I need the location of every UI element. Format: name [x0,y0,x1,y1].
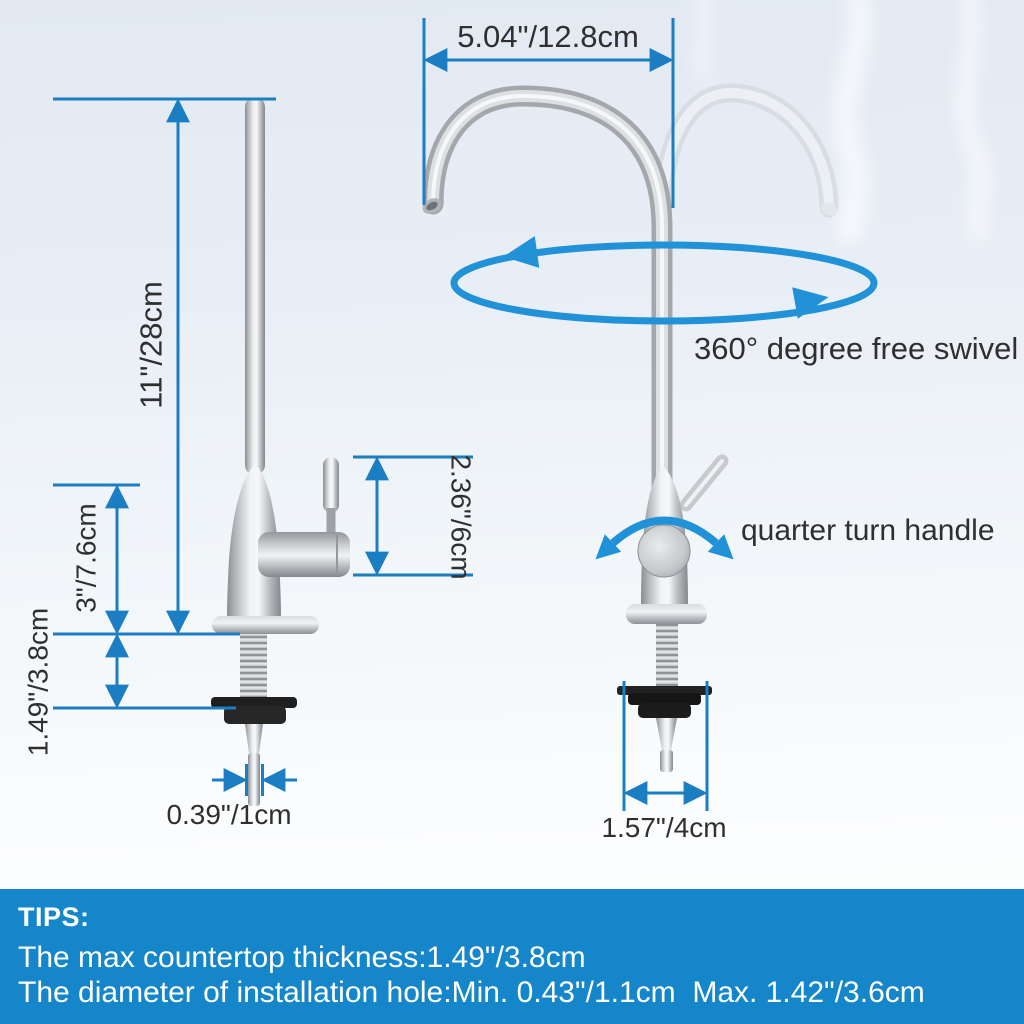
dim-spout-reach-label: 5.04"/12.8cm [457,19,639,54]
faucet-threaded-shank [240,634,267,698]
dim-base-label: 1.57"/4cm [601,812,726,843]
front-inlet-tube [660,750,673,772]
faucet-handle-stem [326,508,336,535]
front-mounting-nut [638,703,691,718]
smoke-decoration [694,0,991,245]
faucet-mounting-nut [224,706,286,724]
front-washer-stack [628,693,701,705]
faucet-spout-tube [245,97,265,475]
front-rubber-washer [617,686,712,695]
faucet-handle-housing [258,532,350,577]
faucet-ghost-arch [652,83,839,225]
faucet-inlet-tube [248,753,260,806]
front-inlet-taper [656,718,677,750]
front-base-plate [626,604,707,624]
swivel-annotation-label: 360° degree free swivel [694,331,1018,366]
dim-body-label: 3"/7.6cm [71,503,102,613]
faucet-inlet-taper [245,724,263,753]
faucet-front-view [422,83,839,772]
faucet-side-view [211,97,350,806]
dimension-lines [53,18,709,811]
front-threaded-shank [656,624,678,690]
quarter-turn-arrow-icon [595,516,734,560]
dim-countertop-label: 1.49"/3.8cm [23,608,54,756]
faucet-gooseneck [422,85,673,516]
tips-title: TIPS: [18,902,90,932]
dim-height-label: 11"/28cm [134,281,169,409]
swivel-rotation-arrow-icon [450,236,878,325]
tips-max-countertop: The max countertop thickness:1.49"/3.8cm [18,941,586,974]
faucet-handle-lever [323,457,339,513]
diagram-canvas: 5.04"/12.8cm 11"/28cm 3"/7.6cm 1.49"/3.8… [23,0,1018,843]
tips-banner: TIPS: The max countertop thickness:1.49"… [0,889,1024,1024]
handle-annotation-label: quarter turn handle [741,514,995,547]
front-handle-disc [637,524,691,578]
tips-hole-diameter: The diameter of installation hole:Min. 0… [18,976,925,1009]
faucet-body [227,464,281,618]
faucet-rubber-washer [211,697,297,708]
dim-handle-label: 2.36"/6cm [446,454,477,579]
faucet-base-plate [212,616,319,634]
dim-outlet-label: 0.39"/1cm [166,799,291,830]
